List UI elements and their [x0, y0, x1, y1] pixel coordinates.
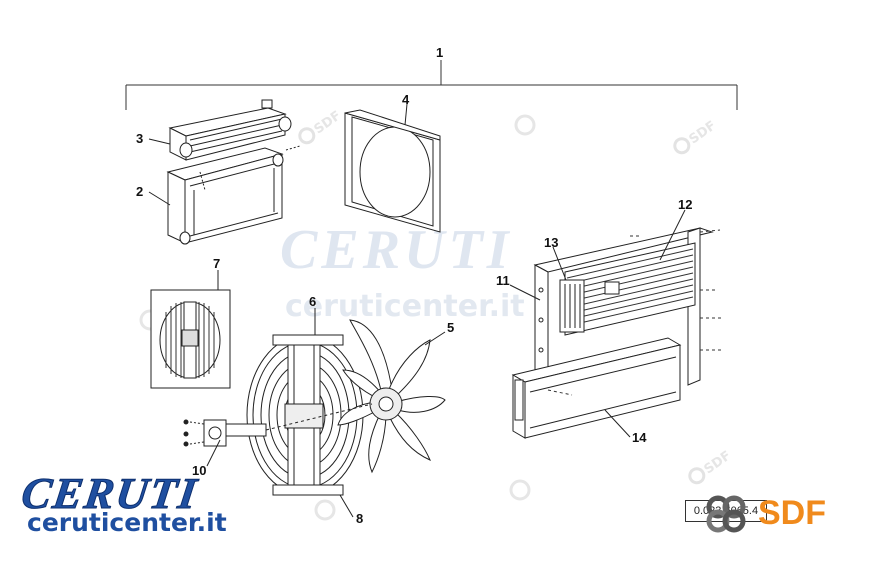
callout-labels: 1 3 2 4 7 6 5 11 12 13 14 8 10	[136, 45, 692, 526]
callout-3: 3	[136, 131, 143, 146]
callout-11: 11	[496, 273, 510, 288]
callout-1: 1	[436, 45, 443, 60]
part-13-oil-cooler	[559, 279, 585, 333]
callout-13: 13	[544, 235, 558, 250]
watermark-ceruti-url: ceruticenter.it	[285, 289, 525, 324]
sdf-chain-links-icon	[706, 495, 746, 533]
watermark-sdf: SDF	[702, 448, 734, 477]
callout-6: 6	[309, 294, 316, 309]
callout-7: 7	[213, 256, 220, 271]
part-5-fan	[337, 319, 446, 474]
part-6-fan-guard	[246, 334, 364, 496]
callout-12: 12	[678, 197, 692, 212]
callout-2: 2	[136, 184, 143, 199]
part-7-inset-fan	[150, 289, 231, 389]
assembly-bracket	[125, 60, 738, 110]
callout-4: 4	[402, 92, 410, 107]
callout-5: 5	[447, 320, 454, 335]
part-10-hydraulic-motor	[183, 403, 373, 447]
watermark-layer: CERUTI ceruticenter.it SDF SDF SDF	[139, 108, 734, 521]
part-4-fan-shroud	[344, 109, 441, 233]
fastener-lines	[547, 229, 724, 396]
part-14-condenser	[511, 337, 682, 439]
sdf-logo: SDF	[704, 493, 826, 533]
part-3-oil-cooler	[168, 99, 292, 161]
leader-lines	[148, 103, 686, 518]
watermark-ceruti: CERUTI	[280, 219, 513, 281]
callout-8: 8	[356, 511, 363, 526]
callout-14: 14	[632, 430, 647, 445]
part-12-cooler-core	[564, 242, 696, 336]
watermark-sdf: SDF	[687, 118, 719, 147]
ceruti-website[interactable]: ceruticenter.it	[27, 508, 227, 537]
callout-10: 10	[192, 463, 206, 478]
part-2-radiator	[166, 145, 301, 245]
watermark-sdf: SDF	[312, 108, 344, 137]
sdf-wordmark: SDF	[758, 494, 826, 532]
